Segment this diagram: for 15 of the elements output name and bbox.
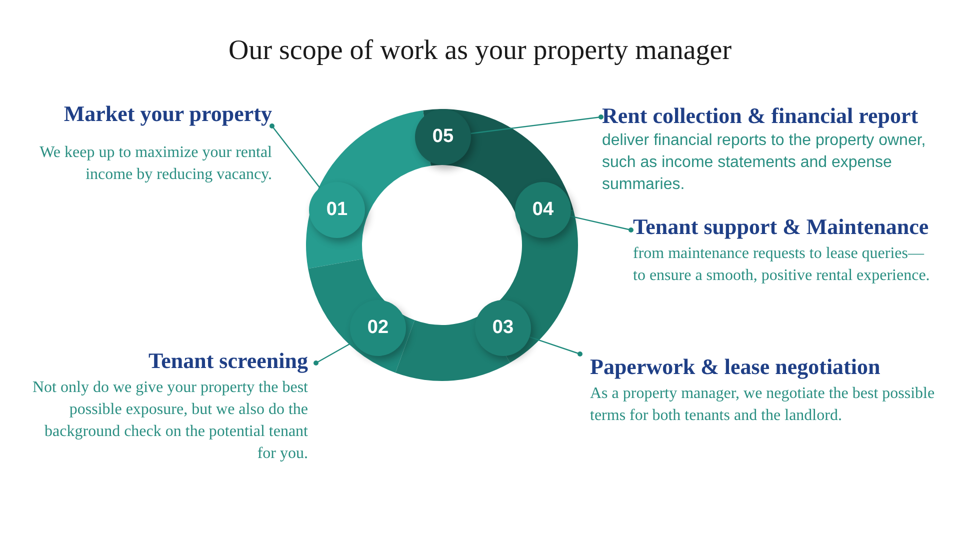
- leader-line: [570, 216, 634, 232]
- step-description: Not only do we give your property the best possible exposure, but we also do the background check on the potential tenant for you.: [32, 378, 308, 464]
- title: Our scope of work as your property manager: [227, 34, 733, 68]
- step-heading: Tenant support & Maintenance: [633, 213, 929, 241]
- step-heading: Tenant screening: [148, 347, 308, 375]
- step-heading: Rent collection & financial report: [602, 102, 918, 130]
- step-description: We keep up to maximize your rental income by reducing vacancy.: [38, 143, 272, 185]
- leader-line: [470, 114, 604, 134]
- step-description: from maintenance requests to lease queries—to ensure a smooth, positive rental experience.: [633, 244, 931, 286]
- leader-line: [270, 124, 320, 188]
- step-heading: Paperwork & lease negotiation: [590, 353, 880, 381]
- step-description: deliver financial reports to the property owner, such as income statements and expense summaries.: [602, 131, 927, 195]
- step-heading: Market your property: [64, 100, 272, 128]
- step-description: As a property manager, we negotiate the best possible terms for both tenants and the landlord.: [590, 384, 936, 426]
- leader-line: [529, 336, 582, 356]
